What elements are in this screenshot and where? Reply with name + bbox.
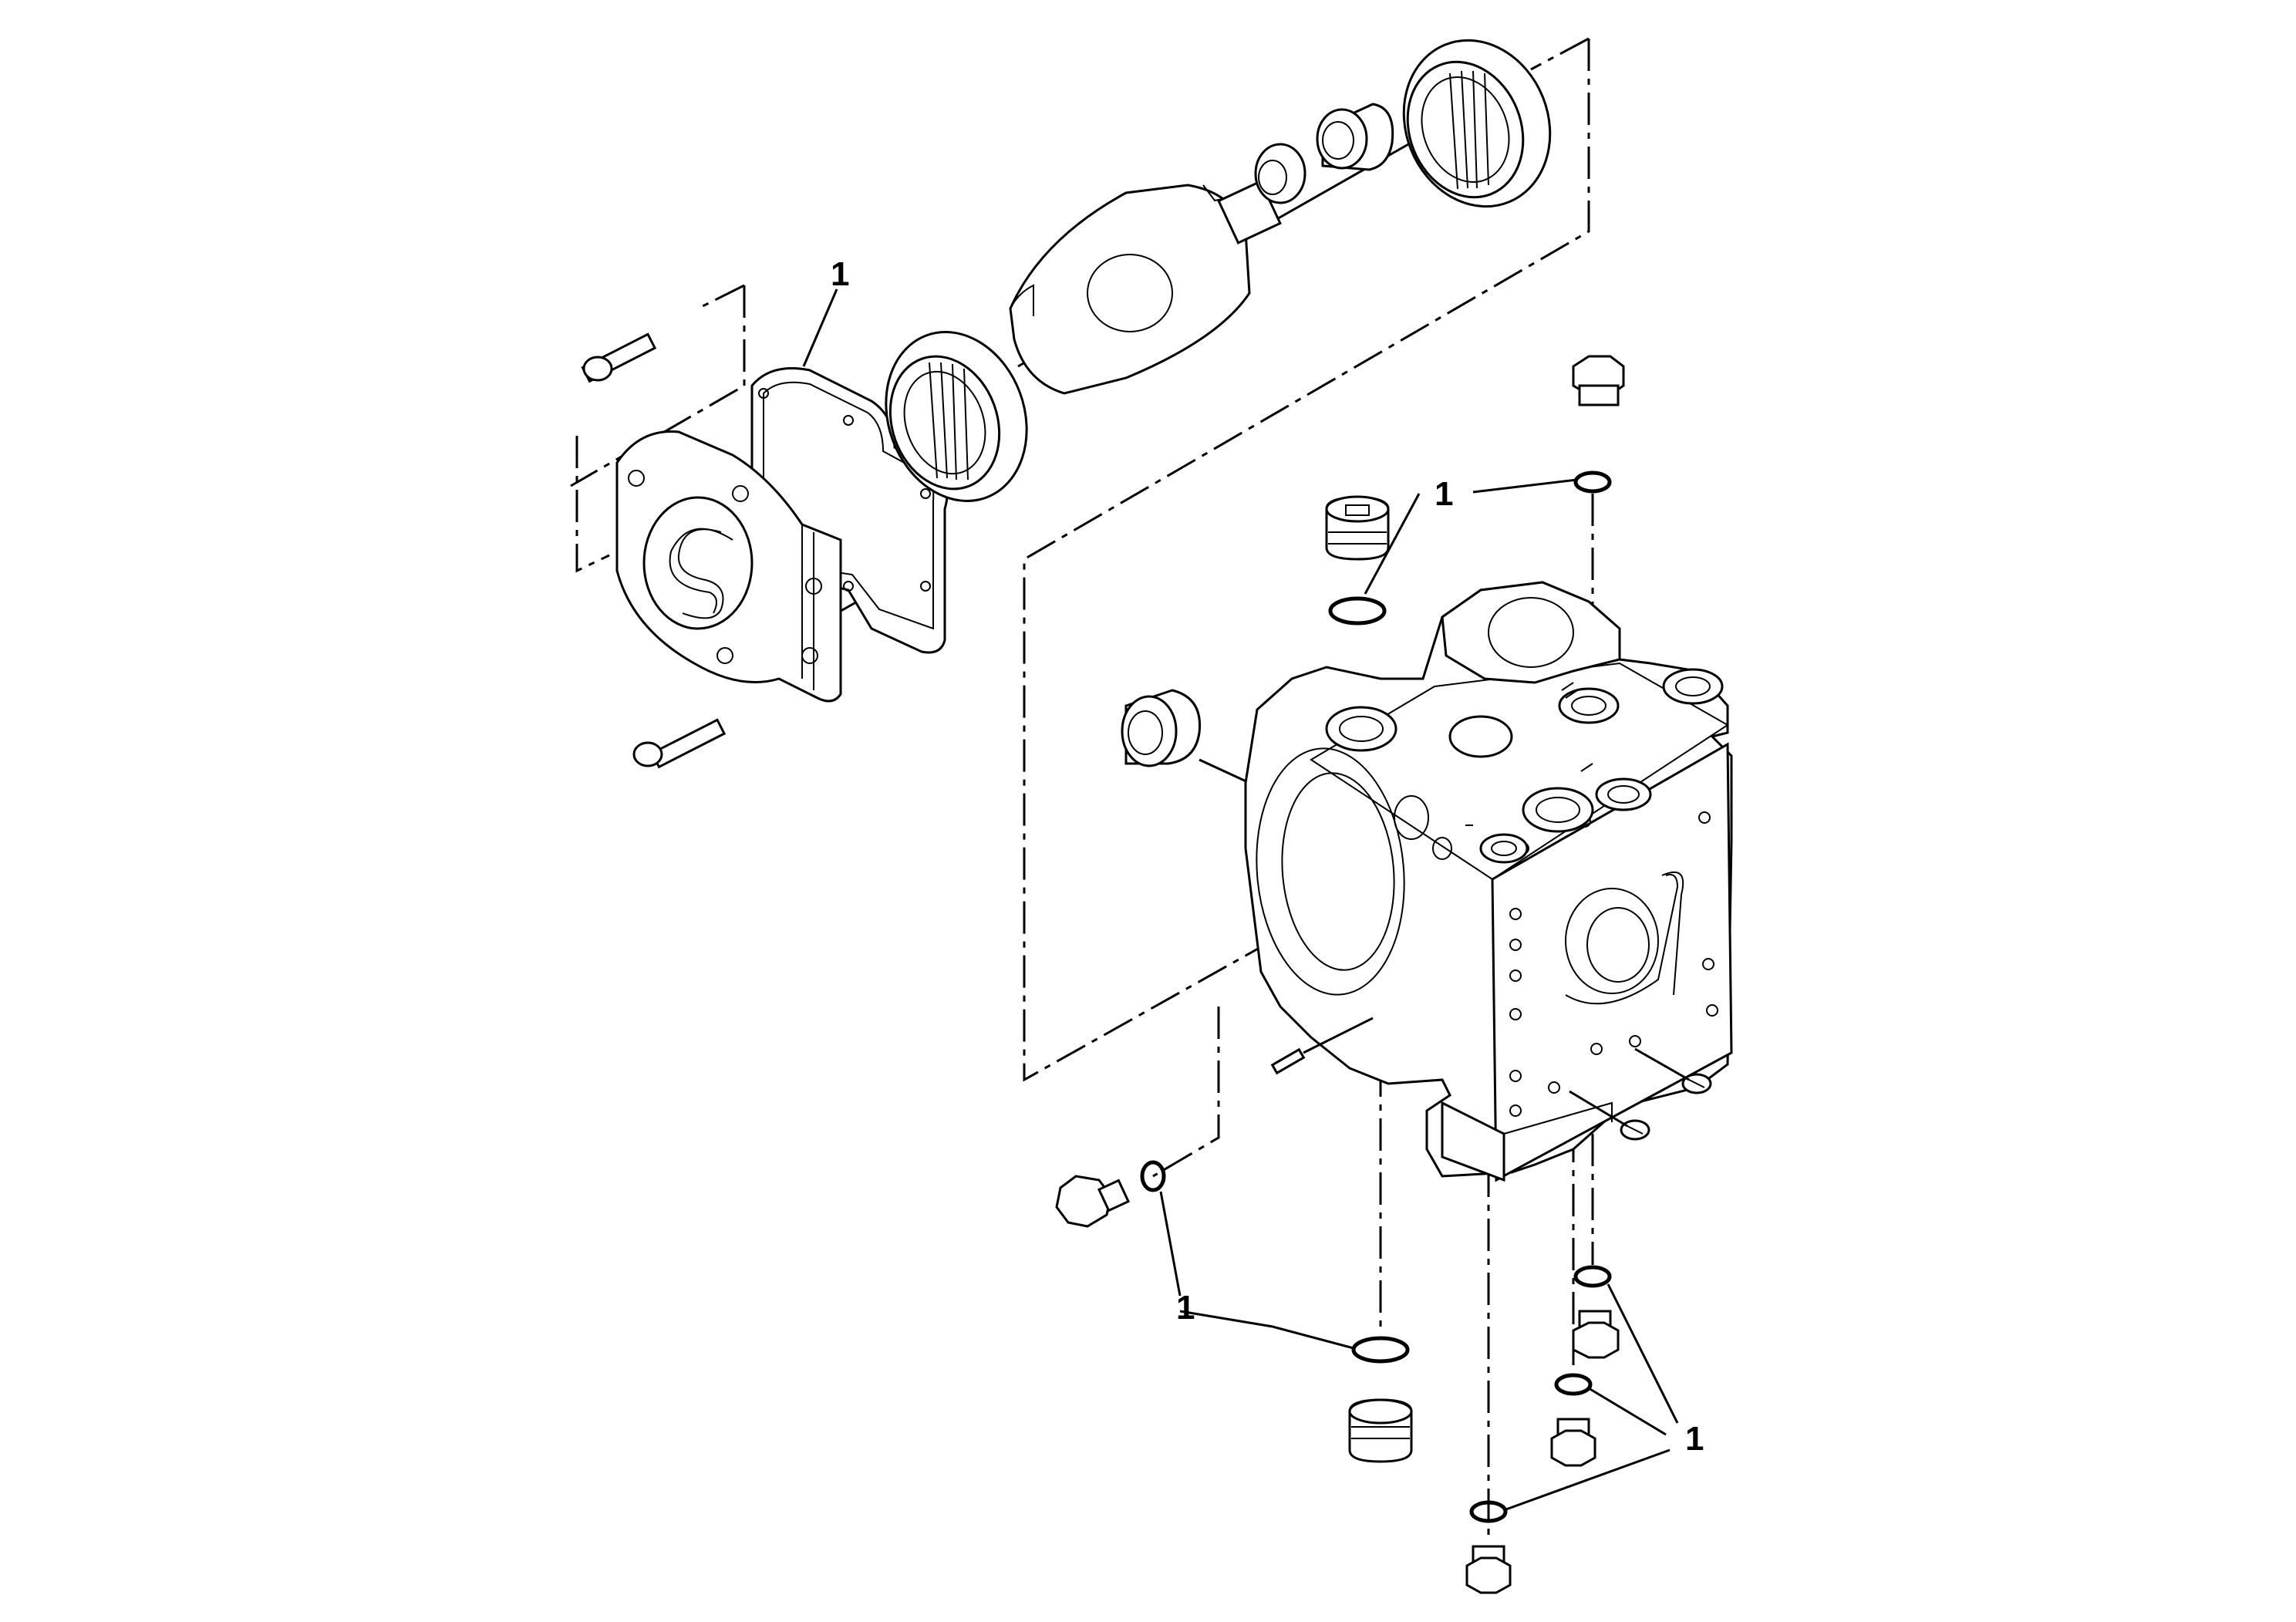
pump-housing [1244, 581, 1733, 1182]
o-ring-bottom-right-upper [1573, 1265, 1612, 1288]
cap-screw-top [581, 332, 657, 383]
dowel-pin [1270, 1047, 1306, 1075]
o-ring-top-middle [1328, 596, 1387, 626]
rear-bearing [1402, 39, 1552, 208]
plug-bottom-right-lower [1465, 1545, 1512, 1594]
callout-left-oring: 1 [1176, 1289, 1195, 1327]
plug-bottom-center [1348, 1398, 1413, 1463]
bushing-medium [1316, 103, 1394, 171]
callout-gasket: 1 [831, 255, 849, 293]
plug-bottom-right-middle [1550, 1418, 1596, 1467]
assembly-guide-lines [570, 37, 1594, 1543]
o-ring-bottom-right-lower [1469, 1500, 1508, 1523]
end-cover [615, 430, 842, 703]
bushing-small [1254, 143, 1306, 204]
callout-leaders [802, 288, 1679, 1512]
set-screw-lower [1620, 1119, 1650, 1141]
o-ring-bottom-right-middle [1554, 1373, 1593, 1396]
callout-right-oring: 1 [1685, 1420, 1704, 1458]
plug-left [1055, 1175, 1131, 1228]
plug-top-right [1572, 355, 1625, 406]
o-ring-top-right [1573, 470, 1612, 494]
side-bushing [1121, 689, 1202, 767]
front-bearing [885, 331, 1028, 502]
plug-bottom-right-upper [1572, 1310, 1620, 1359]
cap-screw-bottom [632, 718, 727, 769]
o-ring-bottom-center [1351, 1336, 1410, 1364]
callout-top-oring: 1 [1435, 475, 1453, 513]
set-screw-right [1681, 1073, 1712, 1094]
plug-top-middle [1325, 495, 1390, 561]
o-ring-left [1140, 1160, 1166, 1192]
swashplate [1009, 180, 1282, 395]
